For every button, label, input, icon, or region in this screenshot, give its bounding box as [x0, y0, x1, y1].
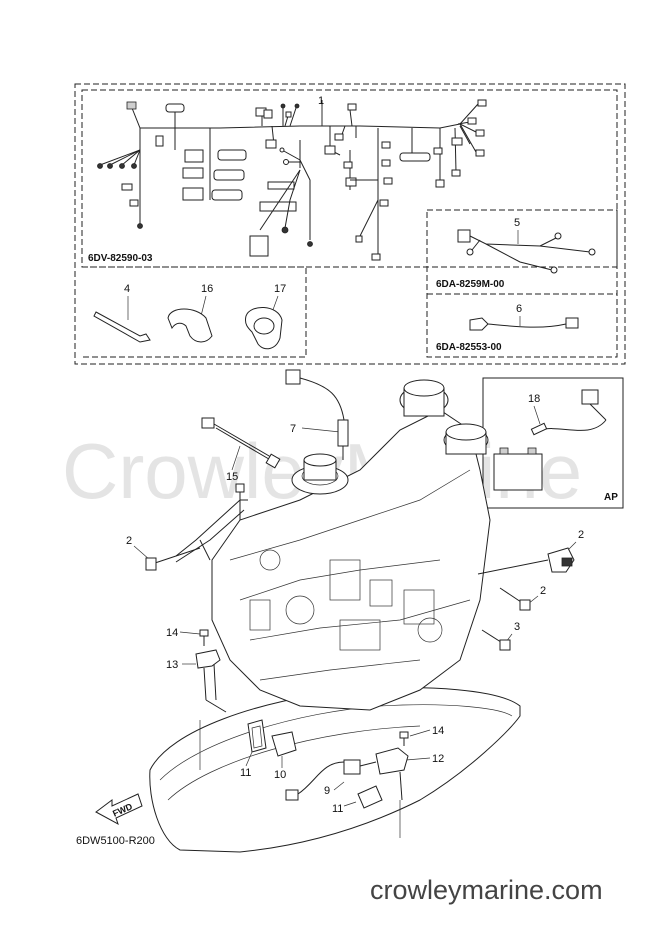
callout-5: 5: [514, 217, 520, 229]
engine-callouts: 7 15 2 2 2: [126, 369, 584, 815]
callout-15: 15: [226, 471, 238, 483]
sub-kit-frame: [426, 209, 618, 358]
bolt-3: [481, 629, 511, 651]
callout-12: 12: [432, 753, 444, 765]
knock-sensor-cable: [201, 417, 281, 469]
fwd-direction-marker: FWD: [95, 793, 143, 826]
callout-14-right: 14: [432, 725, 444, 737]
engine-block: [149, 379, 521, 853]
callout-18: 18: [528, 393, 540, 405]
callout-2-left: 2: [126, 535, 132, 547]
callout-6: 6: [516, 303, 522, 315]
temperature-sensor: [285, 369, 349, 460]
sensor-lead-6: [469, 317, 579, 331]
brand-footer: crowleymarine.com: [370, 875, 603, 905]
callout-11-right: 11: [332, 803, 343, 815]
bolt-2-left: [145, 547, 201, 571]
callout-16: 16: [201, 283, 213, 295]
oil-pressure-switch: [477, 547, 575, 575]
bracket-12: [375, 747, 409, 801]
wire-harness: [97, 99, 487, 261]
kit-code-5: 6DA-8259M-00: [436, 279, 505, 290]
fwd-label: FWD: [111, 801, 134, 819]
bolt-2-right: [499, 587, 531, 611]
callout-7: 7: [290, 423, 296, 435]
clamp-16: [167, 308, 213, 343]
kit-code-6: 6DA-82553-00: [436, 342, 502, 353]
drawing-code: 6DW5100-R200: [76, 835, 155, 847]
ap-label: AP: [604, 492, 618, 503]
callout-13: 13: [166, 659, 178, 671]
screw-14-left: [199, 629, 209, 646]
screw-14-right: [399, 731, 409, 746]
callout-10: 10: [274, 769, 286, 781]
callout-2-right: 2: [540, 585, 546, 597]
bottom-cowling: [149, 687, 521, 853]
grommet-11-right: [357, 785, 383, 809]
harness-frame: [81, 89, 618, 268]
fwd-arrow-icon: [95, 793, 143, 826]
ap-box: AP 18: [482, 377, 624, 509]
kit-outer-frame: [74, 83, 626, 365]
sensor-harness-5: [457, 229, 596, 274]
callout-8: 2: [578, 529, 584, 541]
callout-11-left: 11: [240, 767, 251, 779]
battery: [493, 453, 543, 491]
callout-1: 1: [318, 95, 324, 107]
kit-code-harness: 6DV-82590-03: [88, 253, 153, 264]
callout-4: 4: [124, 283, 130, 295]
grommet-10: [271, 731, 297, 757]
callout-14-left: 14: [166, 627, 178, 639]
cable-tie: [93, 311, 151, 343]
callout-17: 17: [274, 283, 286, 295]
callout-9: 9: [324, 785, 330, 797]
accessory-frame: [82, 266, 307, 358]
kit-area: 1 6DV-82590-03 4 16 17 5 6DA-8259M-00 6: [74, 83, 626, 365]
bracket-13: [195, 649, 227, 713]
callout-3: 3: [514, 621, 520, 633]
lead-wire-9: [285, 759, 377, 801]
